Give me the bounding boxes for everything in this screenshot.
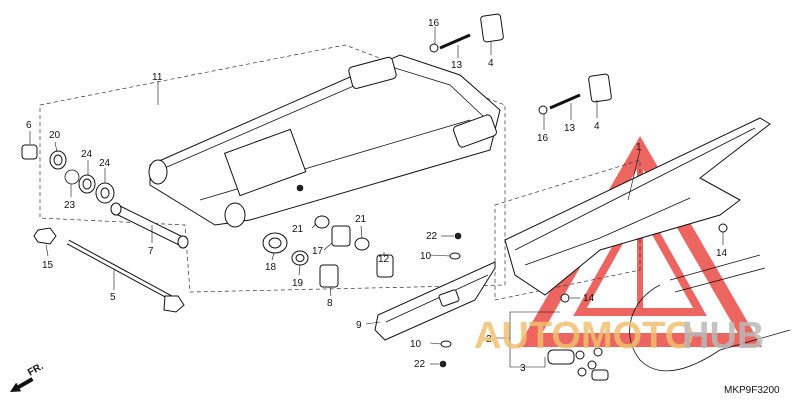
bolt-14b [560, 293, 570, 303]
leader-lines [29, 27, 724, 368]
washer-16b [538, 105, 548, 115]
bearing-24b [95, 182, 115, 204]
watermark-word-a: AUTOMOTO [474, 315, 694, 357]
callout-23: 23 [64, 200, 76, 211]
callout-22b: 22 [414, 359, 426, 370]
callout-2: 2 [486, 334, 492, 345]
seal-19 [291, 250, 309, 266]
cap-6 [21, 144, 38, 160]
callout-15: 15 [42, 260, 54, 271]
front-direction-arrow-icon [10, 377, 34, 392]
callout-6: 6 [26, 120, 32, 131]
callout-17: 17 [312, 246, 324, 257]
collar-12 [376, 254, 394, 278]
chain-slider [374, 261, 496, 341]
callout-1: 1 [636, 142, 642, 153]
bolt-14a [718, 223, 728, 233]
nut-15 [33, 227, 57, 245]
collar-10a [449, 252, 461, 260]
callout-10a: 10 [420, 251, 432, 262]
callout-19: 19 [292, 278, 304, 289]
direction-label: FR. [26, 361, 46, 379]
callout-14b: 14 [583, 293, 595, 304]
chain-joint-set [547, 347, 609, 381]
screw-22a [454, 232, 462, 240]
screw-22b [439, 360, 447, 368]
callout-4a: 4 [488, 58, 494, 69]
seal-20 [49, 150, 67, 170]
pad-4b [588, 73, 612, 103]
chain-case [504, 117, 771, 296]
washer-16a [429, 43, 439, 53]
collar-10b [440, 340, 452, 348]
callout-13a: 13 [451, 60, 463, 71]
callout-14a: 14 [716, 248, 728, 259]
pivot-bolt [66, 239, 185, 313]
callout-20: 20 [49, 130, 61, 141]
callout-9: 9 [356, 320, 362, 331]
collar-8 [319, 264, 339, 288]
bolt-13a [439, 33, 471, 50]
collar-17 [331, 225, 351, 247]
callout-22a: 22 [426, 231, 438, 242]
callout-13b: 13 [564, 123, 576, 134]
diagram-code: MKP9F3200 [724, 385, 780, 396]
callout-8: 8 [327, 298, 333, 309]
drive-chain [629, 254, 791, 372]
pivot-collar [110, 202, 189, 249]
bearing-24a [78, 174, 96, 194]
callout-3: 3 [520, 363, 526, 374]
swingarm [148, 54, 501, 228]
seal-21a [314, 215, 330, 229]
pad-4a [480, 13, 504, 43]
callout-24b: 24 [99, 158, 111, 169]
callout-11: 11 [152, 72, 163, 83]
callout-12: 12 [378, 254, 390, 265]
watermark-word-b: HUB [682, 315, 764, 357]
callout-18: 18 [265, 262, 277, 273]
callout-7: 7 [148, 246, 154, 257]
watermark-text: AUTOMOTO HUB [474, 315, 764, 357]
callout-21a: 21 [292, 224, 304, 235]
callout-5: 5 [110, 292, 116, 303]
callout-21b: 21 [355, 214, 367, 225]
callout-16b: 16 [537, 133, 549, 144]
swingarm-group-outline [39, 44, 506, 293]
callout-10b: 10 [410, 339, 422, 350]
seal-21b [354, 237, 370, 251]
bolt-13b [549, 93, 581, 110]
callout-24a: 24 [81, 149, 93, 160]
circlip-23 [64, 169, 80, 185]
callout-4b: 4 [594, 121, 600, 132]
callout-16a: 16 [428, 18, 440, 29]
bearing-18 [262, 232, 288, 254]
callout-labels: 1 2 3 4 4 5 6 7 8 9 10 10 11 12 13 13 14… [26, 18, 728, 374]
